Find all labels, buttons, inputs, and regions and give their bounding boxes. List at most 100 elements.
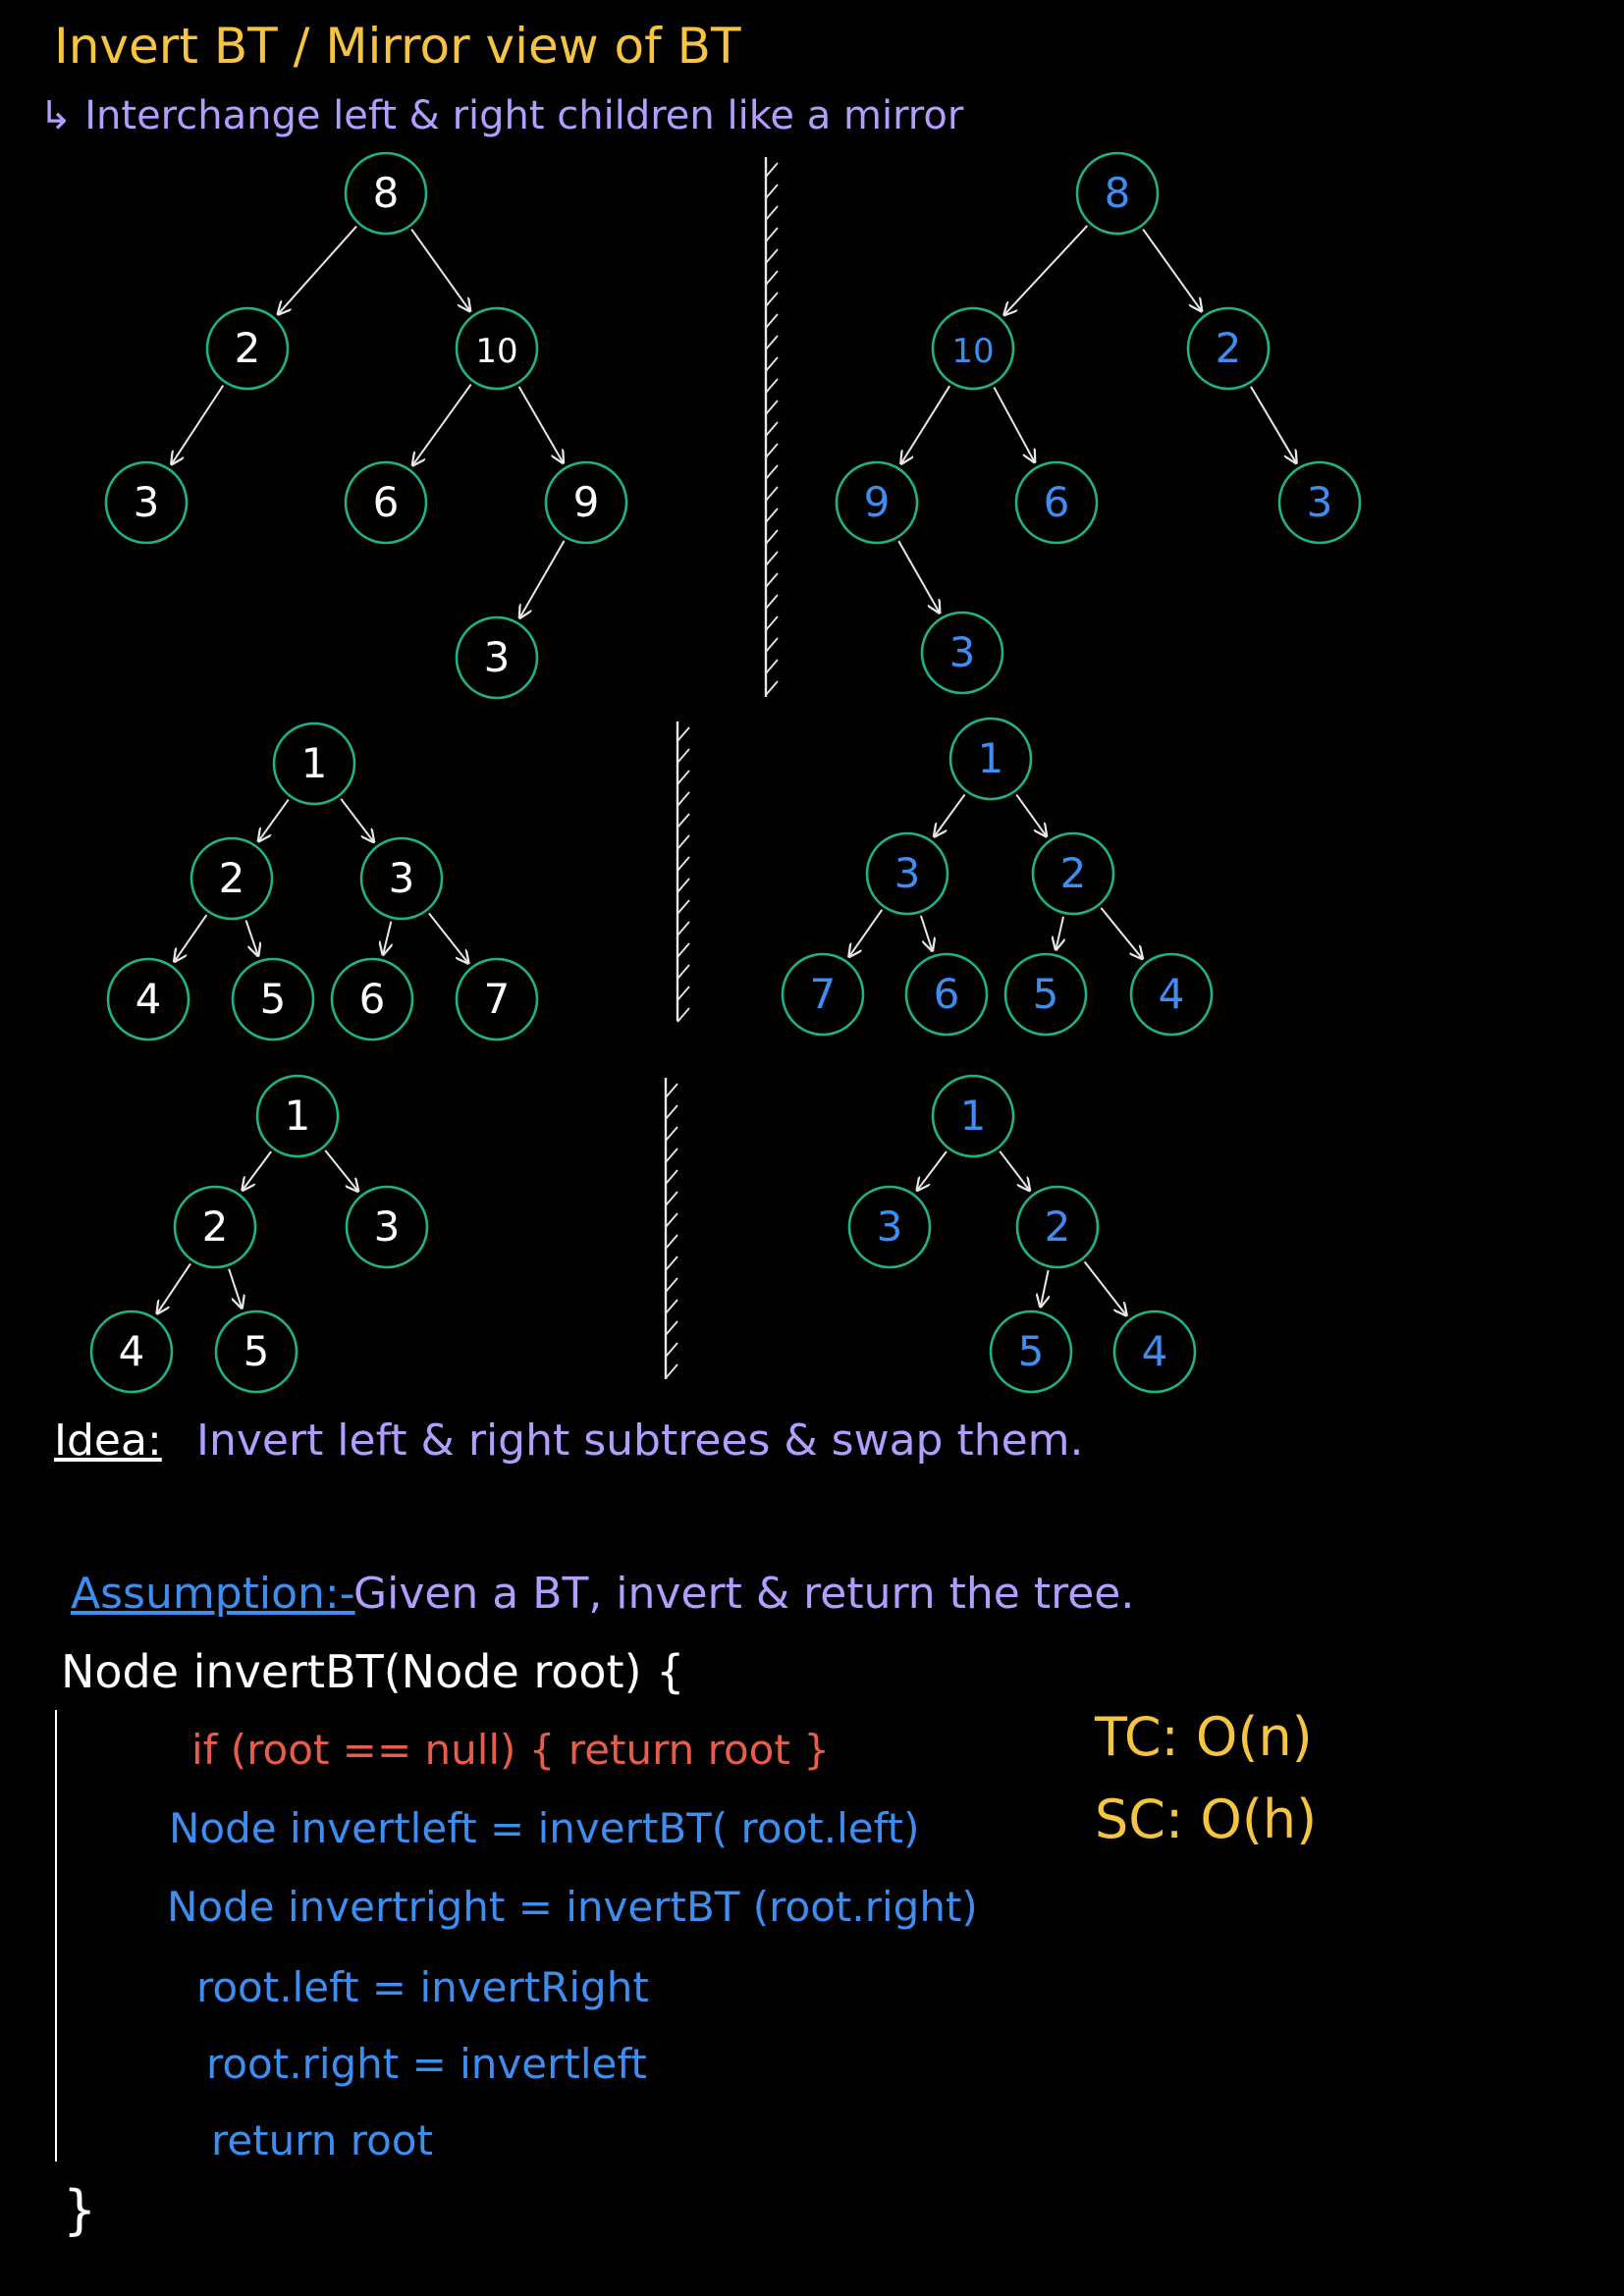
mirror-tree-1-edge	[1250, 386, 1296, 463]
mirror-tree-3-edge	[999, 1150, 1029, 1191]
mirror-line-1	[764, 157, 779, 697]
mirror-tree-2-node: 3	[865, 831, 949, 916]
mirror-tree-2-node-circle	[904, 952, 989, 1037]
mirror-tree-1-node-circle	[1075, 151, 1160, 236]
original-tree-2-node: 5	[231, 957, 315, 1041]
mirror-tree-1-node: 6	[1014, 460, 1099, 545]
code-line-invert-right: Node invertright = invertBT (root.right)	[167, 1883, 978, 1931]
mirror-tree-2-edge	[1100, 907, 1142, 959]
mirror-tree-3-node-circle	[989, 1309, 1073, 1394]
mirror-tree-1-node-label: 2	[1216, 324, 1242, 372]
original-tree-3-node-circle	[214, 1309, 298, 1394]
mirror-tree-1-node-circle	[1277, 460, 1362, 545]
mirror-tree-3-node-label: 3	[877, 1202, 903, 1251]
mirror-line-3	[664, 1078, 678, 1379]
original-tree-1-node-circle	[455, 615, 539, 700]
mirror-tree-3-node-label: 2	[1045, 1202, 1071, 1251]
original-tree-2-node-circle	[189, 836, 274, 921]
mirror-tree-3-node-circle	[847, 1185, 932, 1269]
mirror-tree-2-node: 5	[1003, 952, 1088, 1037]
time-complexity: TC: O(n)	[1095, 1706, 1313, 1768]
original-tree-1-node-label: 10	[475, 332, 517, 371]
original-tree-2-node: 6	[330, 957, 414, 1041]
original-tree-3-node-label: 4	[119, 1327, 145, 1375]
mirror-tree-1-node-circle	[920, 611, 1004, 695]
original-tree-2-node: 3	[359, 836, 444, 921]
original-tree-3-node-label: 2	[202, 1202, 229, 1251]
original-tree-1-edge	[517, 386, 564, 462]
mirror-tree-2-node: 7	[781, 952, 865, 1037]
code-block-bar	[55, 1710, 57, 2162]
original-tree-2-node: 1	[272, 721, 356, 806]
original-tree-1-node-label: 9	[573, 478, 600, 526]
idea-label: Idea:	[54, 1415, 162, 1466]
original-tree-1-node-circle	[544, 460, 628, 545]
mirror-tree-1-node-circle	[835, 460, 919, 545]
original-tree-3-node-label: 5	[244, 1327, 270, 1375]
mirror-tree-1-edge	[1142, 229, 1201, 311]
original-tree-2-edge	[383, 921, 391, 955]
original-tree-2-node-circle	[330, 957, 414, 1041]
code-signature: Node invertBT(Node root) {	[61, 1645, 685, 1698]
mirror-tree-1-node-label: 8	[1105, 169, 1131, 217]
mirror-tree-2-node: 6	[904, 952, 989, 1037]
mirror-tree-3-edge	[1083, 1260, 1126, 1314]
mirror-tree-1-node-label: 3	[1307, 478, 1333, 526]
mirror-tree-2-node-circle	[865, 831, 949, 916]
mirror-tree-2-node-circle	[1129, 952, 1214, 1037]
original-tree-1-edge	[519, 540, 566, 617]
original-tree-2-edge	[175, 914, 208, 961]
code-line-assign-right: root.right = invertleft	[206, 2040, 647, 2088]
mirror-tree-3-node-label: 5	[1018, 1327, 1045, 1375]
original-tree-2-node-label: 3	[389, 854, 415, 902]
original-tree-1-node-label: 3	[134, 478, 160, 526]
original-tree-1-node-label: 6	[373, 478, 400, 526]
page-title: Invert BT / Mirror view of BT	[54, 18, 741, 75]
mirror-tree-2-edge	[919, 915, 933, 951]
tree-edges	[157, 225, 1296, 1315]
mirror-tree-3-node: 4	[1112, 1309, 1197, 1394]
mirror-tree-1-node: 9	[835, 460, 919, 545]
code-line-return: return root	[211, 2116, 433, 2164]
original-tree-1-node-circle	[455, 306, 539, 391]
original-tree-3-node: 2	[173, 1185, 257, 1269]
assumption-text: Given a BT, invert & return the tree.	[353, 1569, 1135, 1619]
original-tree-1-node-circle	[344, 151, 428, 236]
original-tree-2-node-circle	[455, 957, 539, 1041]
original-tree-2-node-circle	[106, 957, 190, 1041]
original-tree-2-node-label: 6	[359, 975, 386, 1023]
mirror-tree-1-node-circle	[1186, 306, 1271, 391]
subtitle-note: ↳ Interchange left & right children like…	[39, 93, 964, 138]
original-tree-2-node-label: 1	[301, 739, 328, 787]
original-tree-1-node: 6	[344, 460, 428, 545]
mirror-tree-2-node-label: 2	[1060, 849, 1087, 897]
original-tree-3-edge	[243, 1150, 272, 1190]
mirror-tree-2-edge	[849, 909, 884, 957]
original-tree-3-edge	[228, 1268, 242, 1308]
mirror-tree-2-node: 4	[1129, 952, 1214, 1037]
original-tree-3-node-circle	[345, 1185, 429, 1269]
original-tree-2-node: 2	[189, 836, 274, 921]
original-tree-1-node-label: 2	[235, 324, 261, 372]
original-tree-2-node-circle	[231, 957, 315, 1041]
mirror-tree-1-node-circle	[931, 306, 1015, 391]
original-tree-1-node-circle	[205, 306, 290, 391]
original-tree-2-node-label: 4	[135, 975, 162, 1023]
mirror-tree-2-node-circle	[1031, 831, 1115, 916]
mirror-tree-2-node-label: 3	[894, 849, 921, 897]
mirror-tree-3-node-circle	[931, 1074, 1015, 1158]
original-tree-2-node-circle	[359, 836, 444, 921]
original-tree-1-edge	[278, 225, 357, 314]
original-tree-3-node-label: 1	[285, 1092, 311, 1140]
mirror-tree-2-edge	[935, 793, 966, 836]
mirror-tree-2-node-circle	[781, 952, 865, 1037]
mirror-line-2	[676, 721, 690, 1023]
original-tree-1-node: 8	[344, 151, 428, 236]
original-tree-2-node: 7	[455, 957, 539, 1041]
original-tree-3-node: 3	[345, 1185, 429, 1269]
mirror-tree-3-node: 3	[847, 1185, 932, 1269]
original-tree-2-node: 4	[106, 957, 190, 1041]
original-tree-3-node: 1	[255, 1074, 340, 1158]
